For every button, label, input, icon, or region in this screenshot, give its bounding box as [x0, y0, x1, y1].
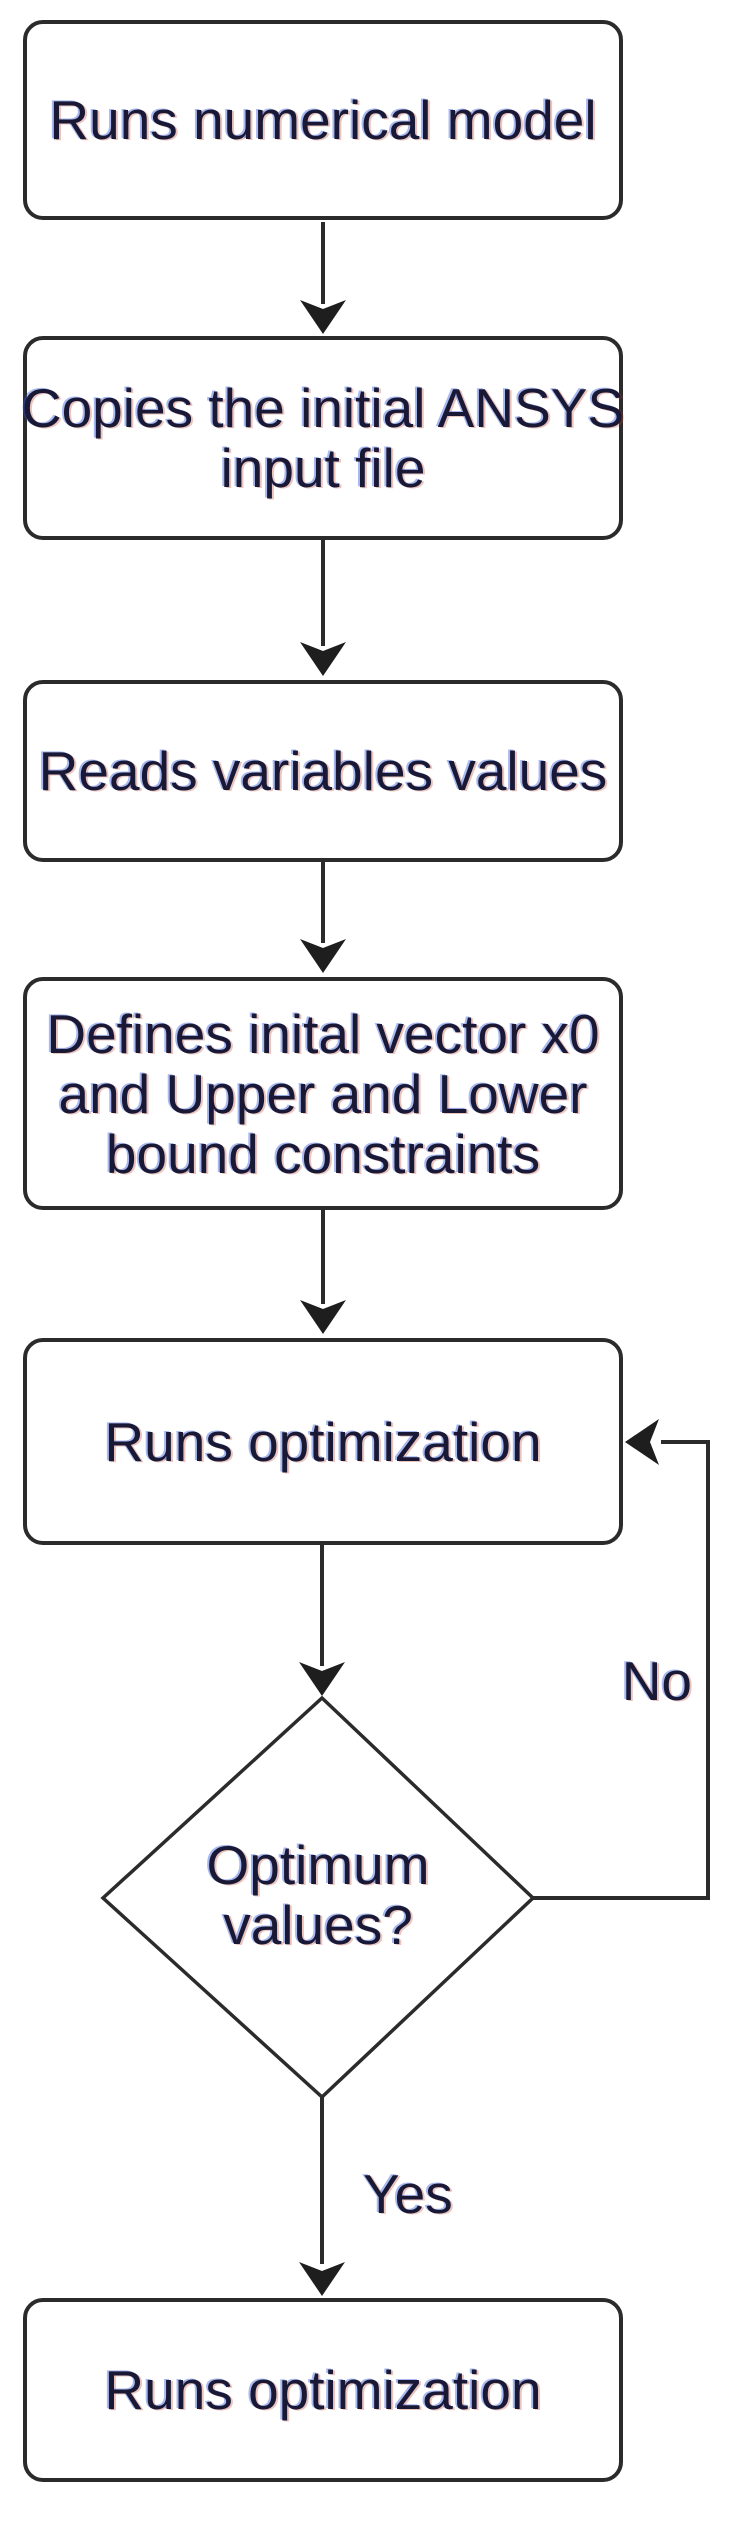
arrow-no-loop: [533, 1419, 710, 1900]
node-label-line: and Upper and Lower: [58, 1062, 588, 1125]
node-label: Reads variables values: [38, 740, 608, 802]
node-label-line: Copies the initial ANSYS: [21, 377, 625, 439]
node-optimum-decision-label: Optimum values?: [168, 1835, 468, 1955]
arrow-copy-to-read: [300, 540, 346, 676]
node-run-optimization-final: Runs optimization: [23, 2298, 623, 2482]
arrow-model-to-copy: [300, 222, 346, 334]
node-label: Runs optimization: [104, 1410, 542, 1473]
node-define-vector: Defines inital vector x0 and Upper and L…: [23, 977, 623, 1210]
edge-label-no: No: [621, 1650, 692, 1712]
arrow-read-to-define: [300, 862, 346, 973]
node-copy-ansys-input: Copies the initial ANSYS input file: [21, 336, 625, 540]
node-run-numerical-model: Runs numerical model: [23, 20, 623, 220]
arrow-yes-to-final: [299, 2097, 345, 2296]
node-label: Runs numerical model: [49, 89, 597, 151]
node-label-line: input file: [220, 437, 426, 499]
node-read-variables: Reads variables values: [23, 680, 623, 862]
arrow-define-to-optimize: [300, 1210, 346, 1334]
node-label-line: Defines inital vector x0: [46, 1002, 600, 1065]
node-label-line: bound constraints: [105, 1122, 541, 1185]
arrow-optimize-to-decision: [299, 1545, 345, 1696]
node-label: Runs optimization: [104, 2359, 542, 2421]
decision-diamond-shape: [100, 1695, 536, 2100]
decision-label-line: Optimum: [206, 1834, 430, 1896]
edge-label-yes: Yes: [363, 2163, 453, 2225]
node-run-optimization: Runs optimization: [23, 1338, 623, 1545]
decision-label-line: values?: [223, 1894, 413, 1956]
